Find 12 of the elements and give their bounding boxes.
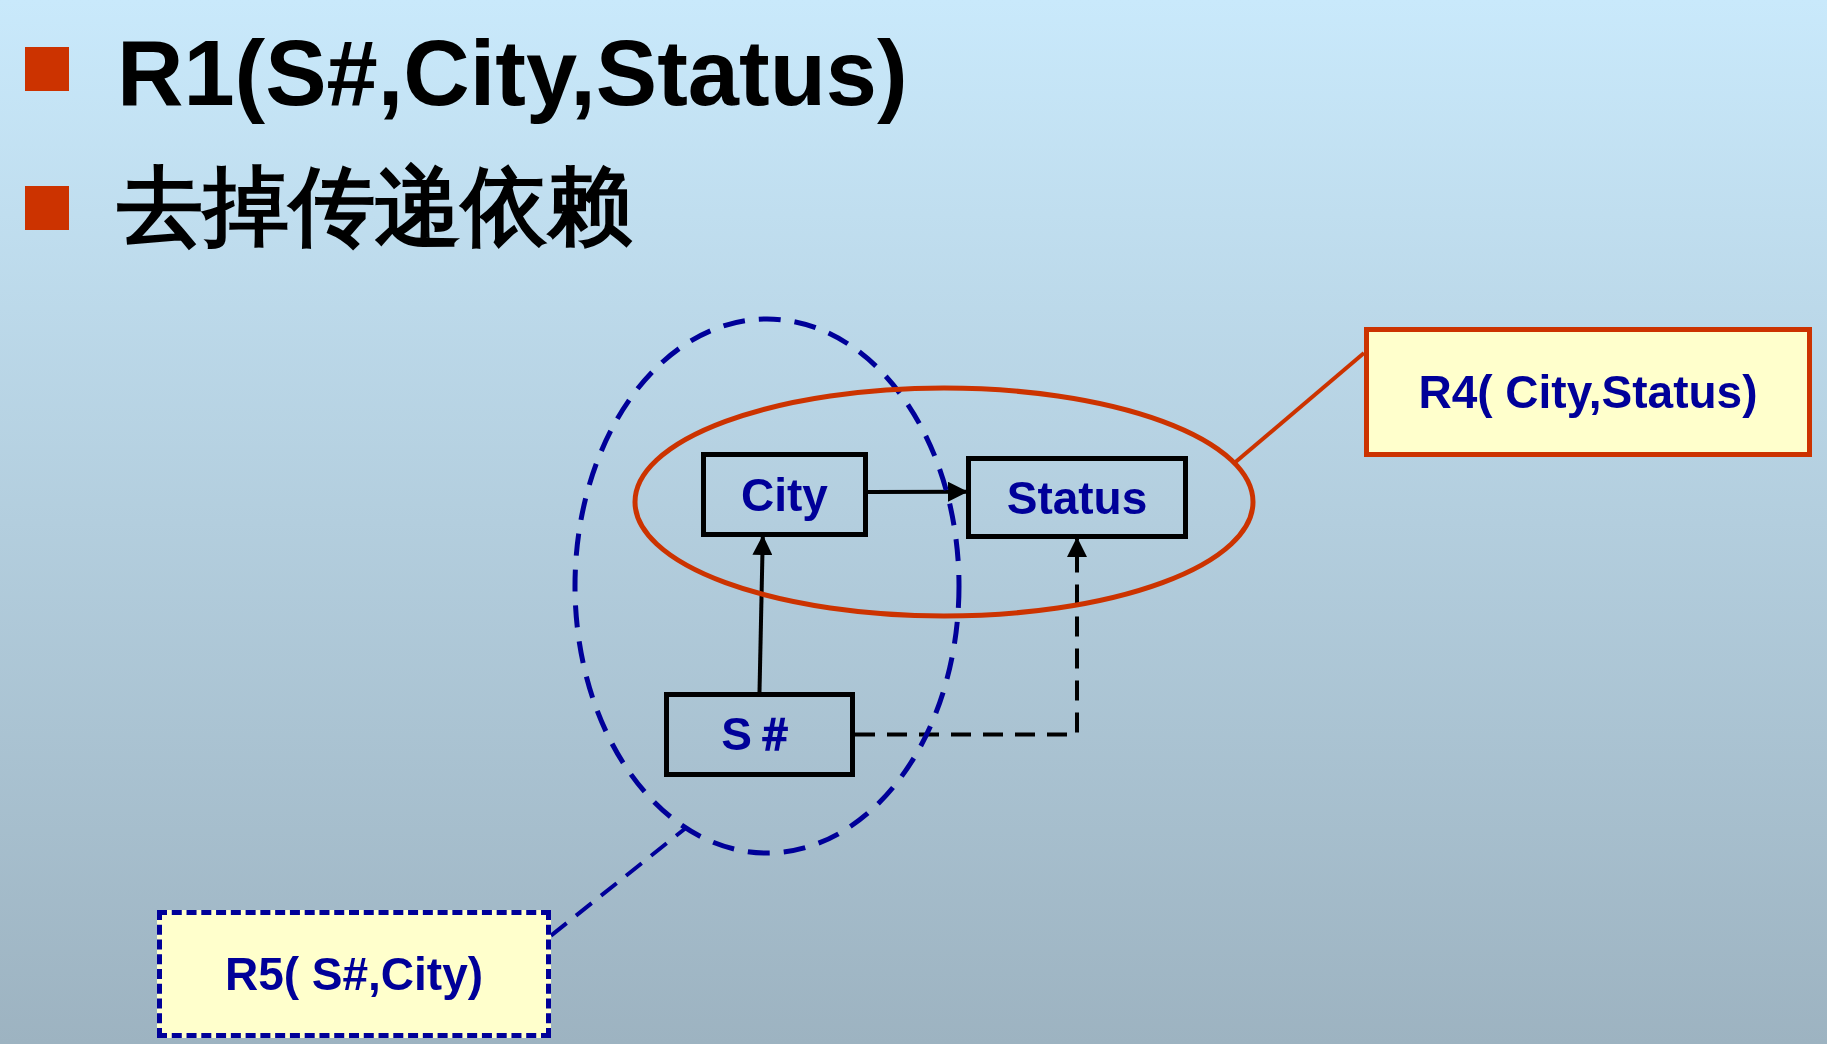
attribute-box: S＃	[664, 692, 855, 777]
bullet-text: R1(S#,City,Status)	[117, 21, 908, 126]
relation-box: R5( S#,City)	[157, 910, 551, 1038]
bullet-text: 去掉传递依赖	[117, 157, 633, 256]
relation-box: R4( City,Status)	[1364, 327, 1812, 457]
attribute-box: City	[701, 452, 868, 537]
arrow	[752, 535, 773, 693]
arrow	[868, 481, 968, 502]
arrow	[855, 537, 1087, 737]
leader-line	[549, 826, 688, 938]
attribute-box: Status	[966, 456, 1188, 539]
leader-line	[1233, 351, 1366, 465]
